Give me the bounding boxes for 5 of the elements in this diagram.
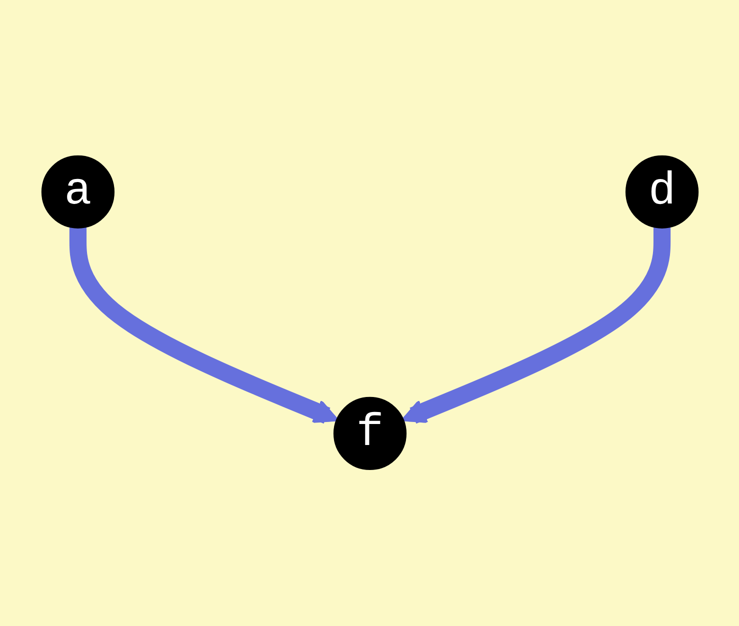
node-circle: d — [624, 156, 698, 229]
node-circle: f — [332, 397, 406, 470]
arrow — [400, 227, 670, 424]
node-circle: a — [40, 156, 114, 229]
arrow — [68, 227, 338, 424]
